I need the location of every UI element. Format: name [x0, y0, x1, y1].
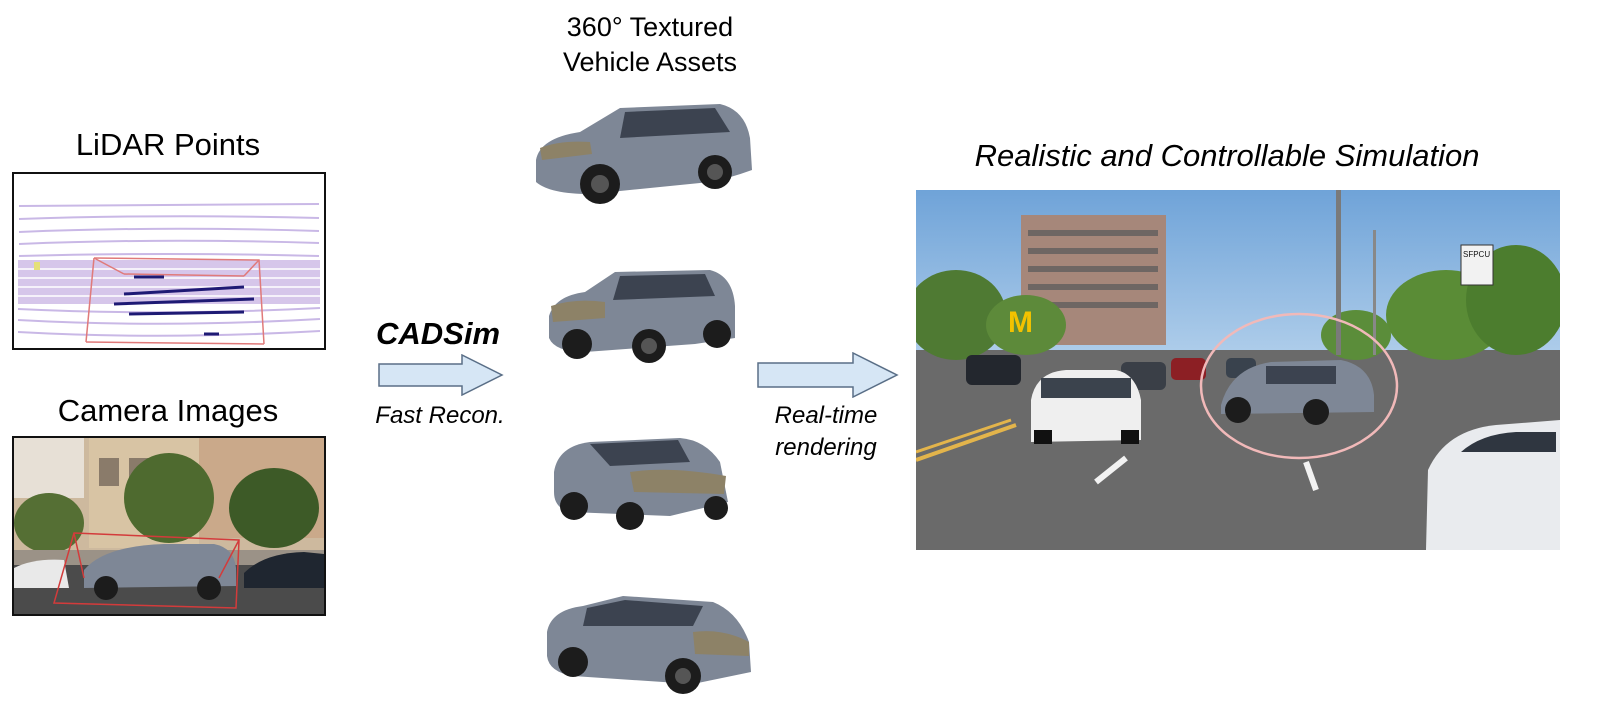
- render-caption-line2: rendering: [775, 434, 877, 461]
- arrow-right-icon: [757, 352, 899, 398]
- arrow-right-icon: [378, 354, 504, 396]
- render-arrow: [757, 352, 899, 398]
- car-icon: [536, 104, 752, 204]
- assets-title-line1: 360° Textured: [566, 12, 734, 42]
- camera-panel: [12, 436, 326, 616]
- vehicle-asset-3: [550, 432, 734, 537]
- car-icon: [549, 270, 735, 363]
- lidar-panel: [12, 172, 326, 350]
- camera-title: Camera Images: [57, 393, 279, 428]
- simulation-title: Realistic and Controllable Simulation: [974, 138, 1480, 173]
- sign-text: SFPCU: [1463, 250, 1490, 259]
- vehicle-asset-1: [530, 98, 758, 215]
- camera-street-image: [14, 438, 324, 614]
- vehicle-asset-2: [545, 266, 740, 371]
- recon-arrow: [378, 354, 504, 396]
- street-scene: M SFPCU: [916, 190, 1560, 550]
- simulation-image: M SFPCU: [916, 190, 1560, 550]
- method-caption: Fast Recon.: [375, 402, 505, 429]
- assets-title-line2: Vehicle Assets: [562, 47, 738, 77]
- svg-text:M: M: [1008, 306, 1033, 339]
- render-caption-line1: Real-time: [774, 402, 878, 429]
- assets-title: 360° Textured Vehicle Assets: [540, 10, 760, 80]
- lidar-point-cloud: [17, 203, 321, 345]
- method-name: CADSim: [376, 316, 501, 351]
- lidar-title: LiDAR Points: [75, 127, 261, 162]
- car-icon: [547, 596, 751, 694]
- render-caption: Real-time rendering: [748, 400, 904, 464]
- car-icon: [554, 438, 728, 530]
- vehicle-asset-4: [543, 592, 755, 701]
